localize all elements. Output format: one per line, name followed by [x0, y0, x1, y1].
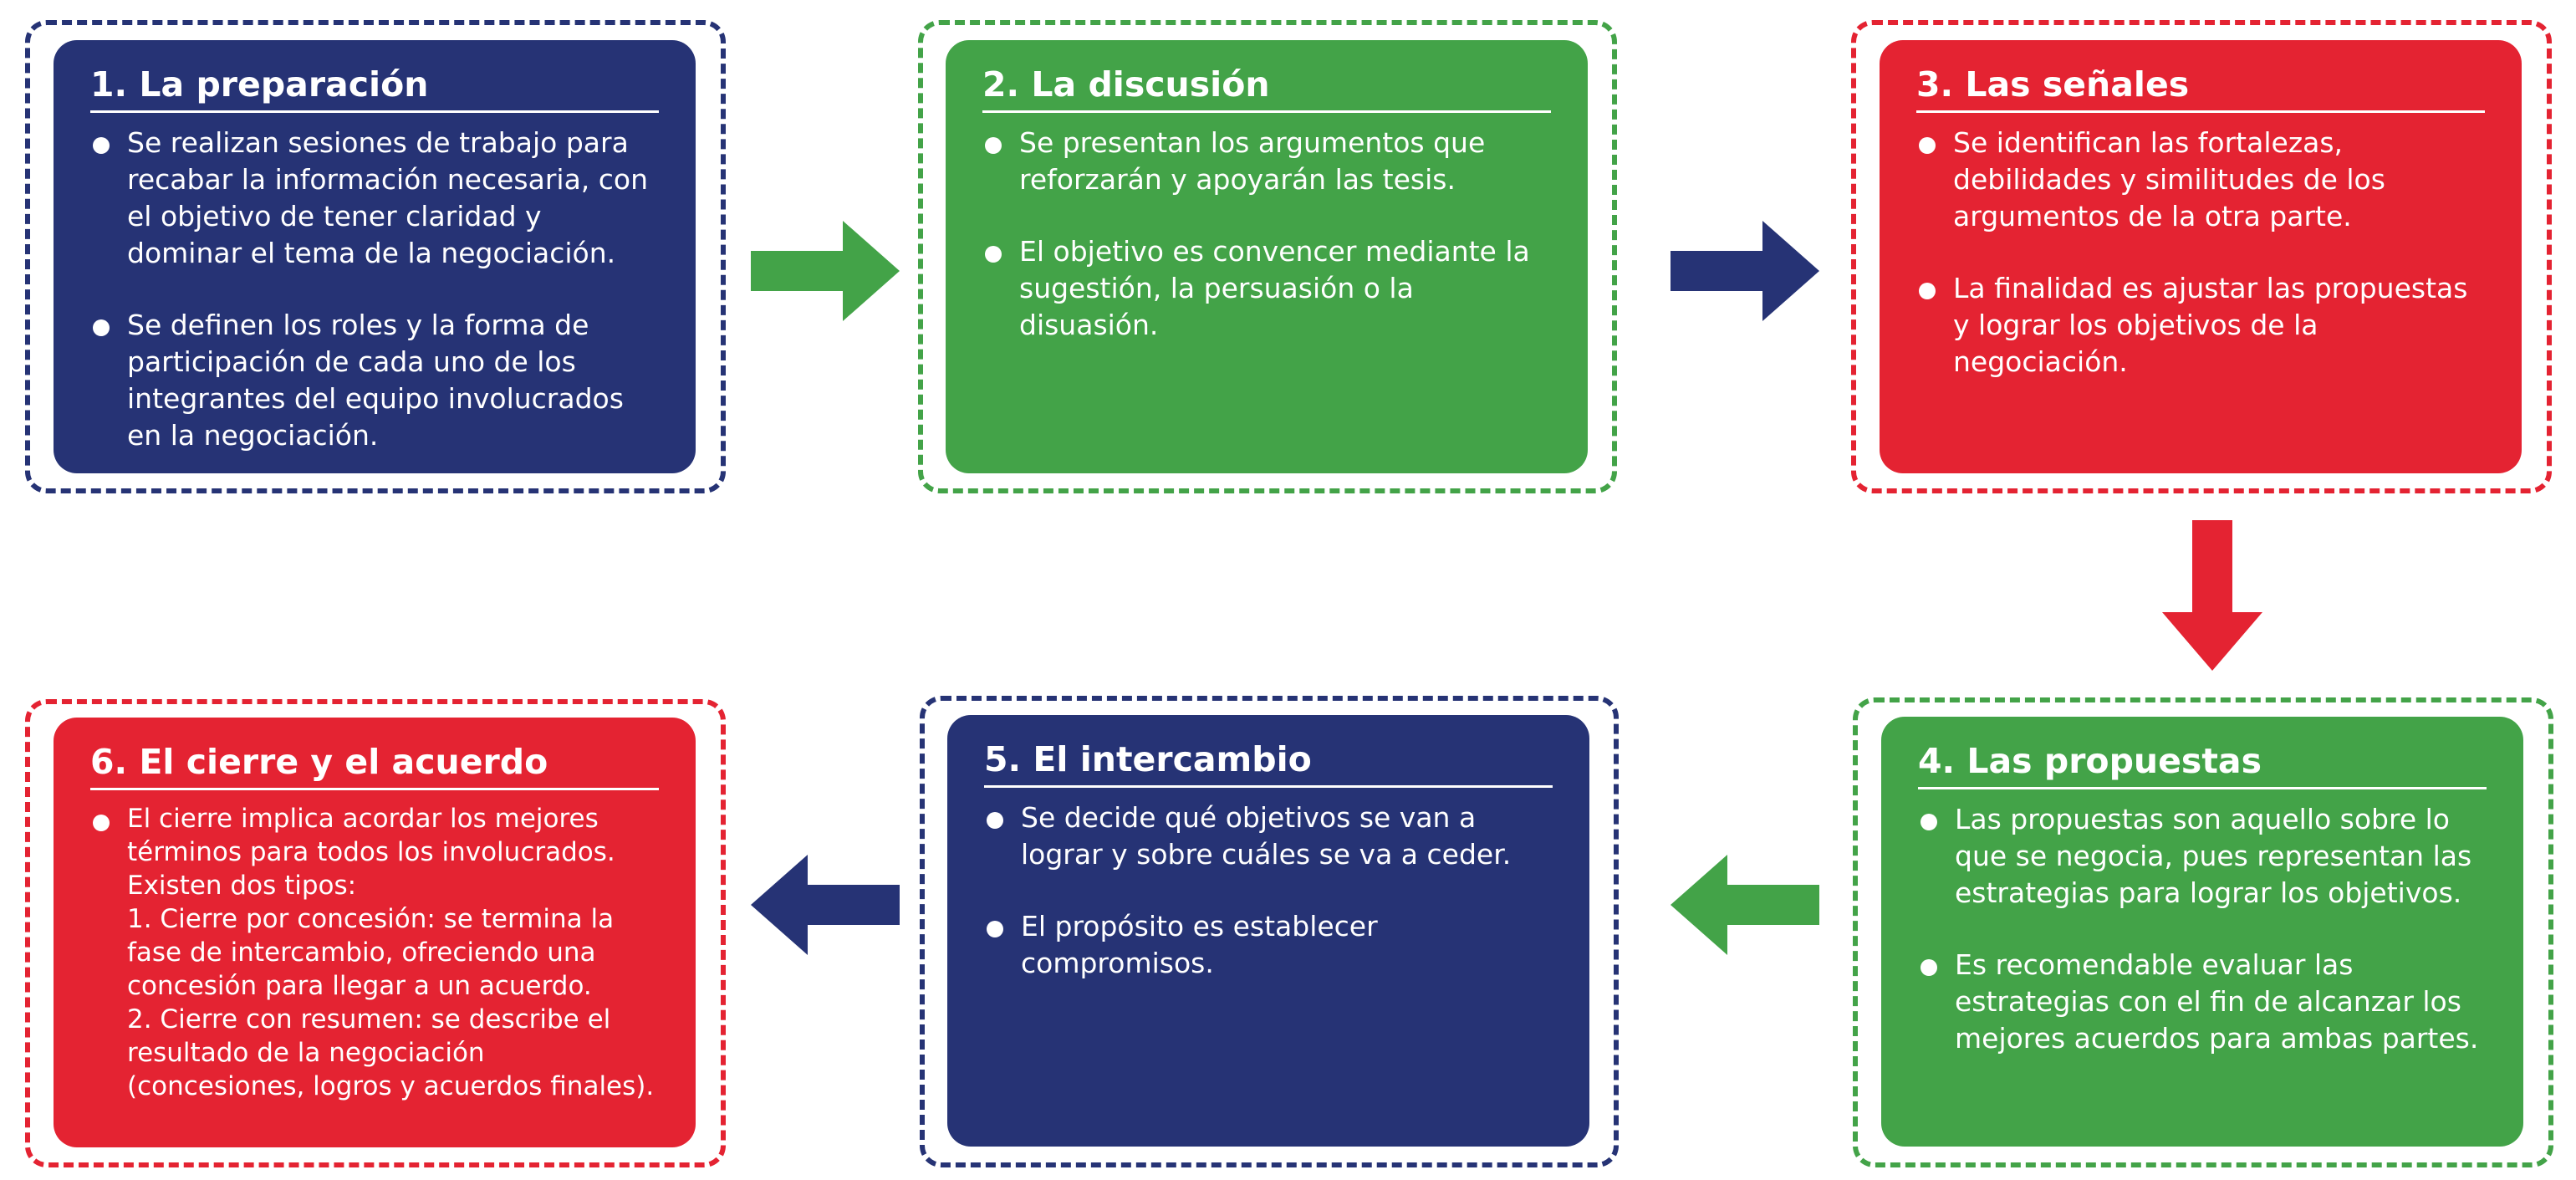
- bullet-text: Es recomendable evaluar las estrategias …: [1955, 948, 2479, 1055]
- bullet-dot: [1919, 283, 1936, 299]
- step-3-card: 3. Las señales Se identifican las fortal…: [1880, 40, 2522, 473]
- bullet-text: Se realizan sesiones de trabajo para rec…: [127, 126, 649, 269]
- step-4-frame: [1853, 697, 2553, 1167]
- step-2-title: 2. La discusión: [982, 62, 1551, 113]
- arrow-down-icon: [2162, 520, 2262, 671]
- bullet-dot: [987, 921, 1003, 937]
- step-6-title: 6. El cierre y el acuerdo: [90, 739, 659, 790]
- step-5-bullet-2: El propósito es establecer compromisos.: [984, 908, 1553, 982]
- step-1-frame: [25, 20, 726, 493]
- step-3-bullet-2: La finalidad es ajustar las propuestas y…: [1916, 270, 2485, 381]
- bullet-text: Se presentan los argumentos que reforzar…: [1019, 126, 1486, 196]
- step-2-bullet-2: El objetivo es convencer mediante la sug…: [982, 233, 1551, 344]
- step-5-card: 5. El intercambio Se decide qué objetivo…: [947, 715, 1589, 1147]
- step-5-frame: [920, 696, 1619, 1167]
- arrow-left-icon: [751, 855, 900, 955]
- step-3-title: 3. Las señales: [1916, 62, 2485, 113]
- arrow-left-icon: [1671, 855, 1819, 955]
- step-4-bullet-1: Las propuestas son aquello sobre lo que …: [1918, 801, 2487, 912]
- bullet-text: Las propuestas son aquello sobre lo que …: [1955, 803, 2472, 909]
- step-2-frame: [918, 20, 1617, 493]
- bullet-text: El propósito es establecer compromisos.: [1021, 910, 1378, 979]
- bullet-dot: [985, 137, 1002, 154]
- step-1-card: 1. La preparación Se realizan sesiones d…: [54, 40, 696, 473]
- bullet-text: Se decide qué objetivos se van a lograr …: [1021, 801, 1512, 871]
- bullet-text: Se definen los roles y la forma de parti…: [127, 309, 624, 452]
- step-1-title: 1. La preparación: [90, 62, 659, 113]
- step-6-type-1: 1. Cierre por concesión: se termina la f…: [127, 904, 615, 1001]
- arrow-right-icon: [1671, 221, 1819, 321]
- bullet-dot: [93, 319, 110, 336]
- bullet-dot: [985, 246, 1002, 263]
- bullet-dot: [987, 812, 1003, 829]
- step-1-bullet-2: Se definen los roles y la forma de parti…: [90, 307, 659, 454]
- bullet-dot: [1921, 814, 1937, 830]
- bullet-text: Se identifican las fortalezas, debilidad…: [1953, 126, 2385, 232]
- step-5-title: 5. El intercambio: [984, 737, 1553, 788]
- bullet-dot: [93, 815, 110, 831]
- bullet-dot: [1921, 959, 1937, 976]
- step-2-card: 2. La discusión Se presentan los argumen…: [946, 40, 1588, 473]
- step-3-frame: [1851, 20, 2552, 493]
- step-5-bullet-1: Se decide qué objetivos se van a lograr …: [984, 799, 1553, 873]
- bullet-dot: [1919, 137, 1936, 154]
- step-6-bullet: El cierre implica acordar los mejores té…: [90, 802, 659, 1103]
- step-4-card: 4. Las propuestas Las propuestas son aqu…: [1881, 717, 2523, 1147]
- step-6-intro: El cierre implica acordar los mejores té…: [127, 804, 615, 901]
- step-4-bullet-2: Es recomendable evaluar las estrategias …: [1918, 947, 2487, 1057]
- step-6-type-2: 2. Cierre con resumen: se describe el re…: [127, 1004, 655, 1101]
- arrow-right-icon: [751, 221, 900, 321]
- step-2-bullet-1: Se presentan los argumentos que reforzar…: [982, 125, 1551, 198]
- step-6-frame: [25, 699, 726, 1167]
- step-4-title: 4. Las propuestas: [1918, 738, 2487, 789]
- step-3-bullet-1: Se identifican las fortalezas, debilidad…: [1916, 125, 2485, 235]
- bullet-text: El objetivo es convencer mediante la sug…: [1019, 235, 1530, 341]
- step-1-bullet-1: Se realizan sesiones de trabajo para rec…: [90, 125, 659, 272]
- step-6-card: 6. El cierre y el acuerdo El cierre impl…: [54, 718, 696, 1147]
- bullet-dot: [93, 137, 110, 154]
- bullet-text: La finalidad es ajustar las propuestas y…: [1953, 272, 2468, 378]
